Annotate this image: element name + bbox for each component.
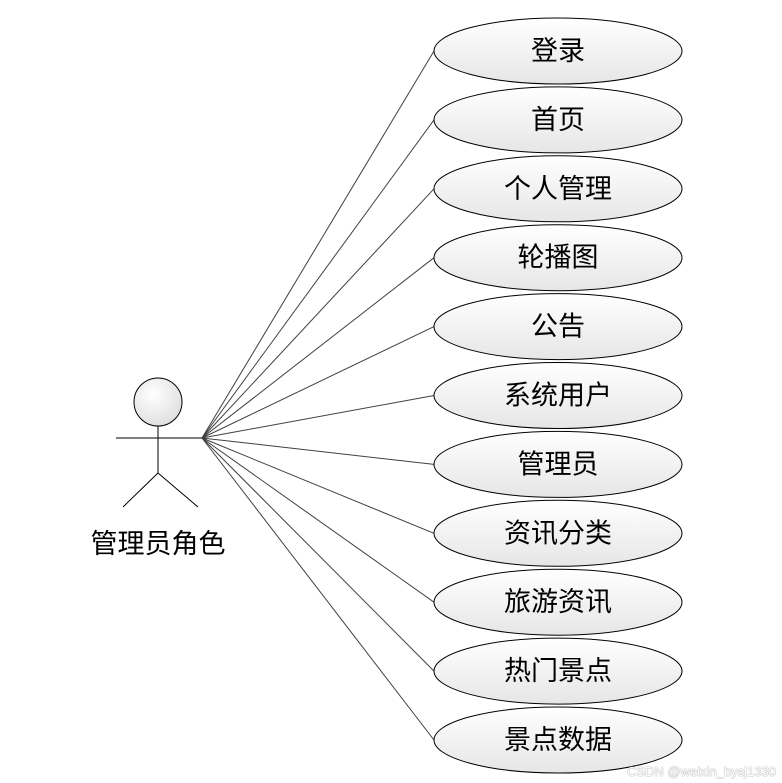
use-case: 公告 — [433, 293, 683, 361]
use-case-label: 景点数据 — [504, 725, 612, 756]
use-case: 登录 — [433, 17, 683, 85]
use-case: 管理员 — [433, 430, 683, 498]
use-case: 景点数据 — [433, 706, 683, 774]
use-case: 热门景点 — [433, 637, 683, 705]
use-case-ellipse — [433, 362, 683, 429]
use-case-ellipse — [433, 637, 683, 705]
association-line — [201, 395, 435, 439]
use-case-label: 轮播图 — [518, 243, 599, 274]
association-line — [201, 437, 435, 741]
actor-head — [133, 377, 183, 427]
association-line — [201, 437, 435, 672]
use-case-ellipse — [433, 499, 683, 567]
association-line — [201, 437, 435, 534]
actor-left-leg — [122, 472, 159, 508]
use-case-label: 系统用户 — [504, 381, 612, 412]
use-case-ellipse — [433, 86, 683, 154]
use-case-label: 热门景点 — [504, 656, 612, 687]
use-case-label: 资讯分类 — [504, 518, 612, 549]
association-line — [201, 119, 435, 439]
use-case-ellipse — [433, 706, 683, 774]
use-case-ellipse — [433, 430, 683, 498]
use-case-ellipse — [433, 293, 683, 361]
association-line — [201, 257, 435, 439]
use-case: 系统用户 — [433, 362, 683, 429]
use-case-ellipse — [433, 155, 683, 223]
use-case-label: 管理员 — [518, 449, 599, 480]
watermark: CSDN @weixin_bysj1330 — [626, 764, 776, 779]
use-case-label: 旅游资讯 — [504, 587, 612, 618]
association-line — [201, 326, 435, 439]
use-case-label: 公告 — [531, 312, 585, 343]
association-line — [201, 437, 435, 465]
use-case-ellipse — [433, 224, 683, 292]
use-case-label: 登录 — [531, 36, 585, 67]
use-case-ellipse — [433, 17, 683, 85]
association-lines — [201, 50, 435, 741]
use-case-label: 个人管理 — [504, 174, 612, 205]
use-case: 旅游资讯 — [433, 568, 683, 636]
use-case: 个人管理 — [433, 155, 683, 223]
use-case: 首页 — [433, 86, 683, 154]
actor-figure: 管理员角色 — [91, 377, 226, 560]
use-case: 资讯分类 — [433, 499, 683, 567]
actor-label: 管理员角色 — [91, 529, 226, 560]
association-line — [201, 437, 435, 603]
use-case-ellipse — [433, 568, 683, 636]
association-line — [201, 50, 435, 439]
association-line — [201, 188, 435, 439]
actor-right-leg — [157, 472, 199, 508]
use-case-label: 首页 — [531, 105, 585, 136]
use-case: 轮播图 — [433, 224, 683, 292]
